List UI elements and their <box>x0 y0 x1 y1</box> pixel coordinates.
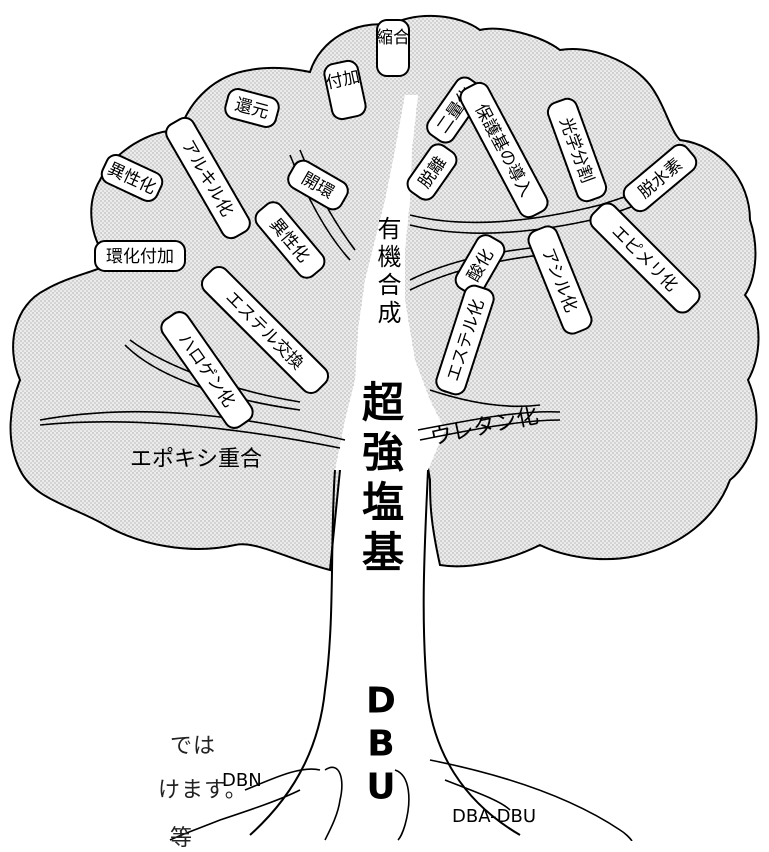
root-label-dba-dbu: DBA-DBU <box>452 806 536 827</box>
leaf-tag-acyl: アシル化 <box>527 225 593 335</box>
side-text-line1: では <box>170 734 217 759</box>
svg-text:環化付加: 環化付加 <box>106 247 174 267</box>
leaf-tag-sanka: 酸化 <box>454 234 506 296</box>
leaf-tag-kanka-fuka: 環化付加 <box>94 240 186 272</box>
svg-text:有機合成: 有機合成 <box>373 216 401 328</box>
svg-text:縮合: 縮合 <box>376 28 410 48</box>
branch-label-epoxy: エポキシ重合 <box>130 447 262 472</box>
root-label-dbn: DBN <box>222 770 262 791</box>
trunk-label-superbase: 超強塩基 <box>356 380 405 580</box>
tree-trunk <box>249 469 521 836</box>
leaf-tag-shukugo: 縮合 <box>376 19 410 77</box>
side-text-line2: けます。 <box>158 778 248 803</box>
trunk-label-dbu: DBU <box>361 681 402 810</box>
roots <box>169 759 633 841</box>
organic-synthesis-label: 有機合成 <box>373 216 401 328</box>
leaf-tag-kangen: 還元 <box>224 88 280 128</box>
trunk-channel <box>335 95 445 470</box>
side-text-line3: 等 <box>170 826 194 851</box>
leaf-tag-fuka: 付加 <box>323 59 367 121</box>
